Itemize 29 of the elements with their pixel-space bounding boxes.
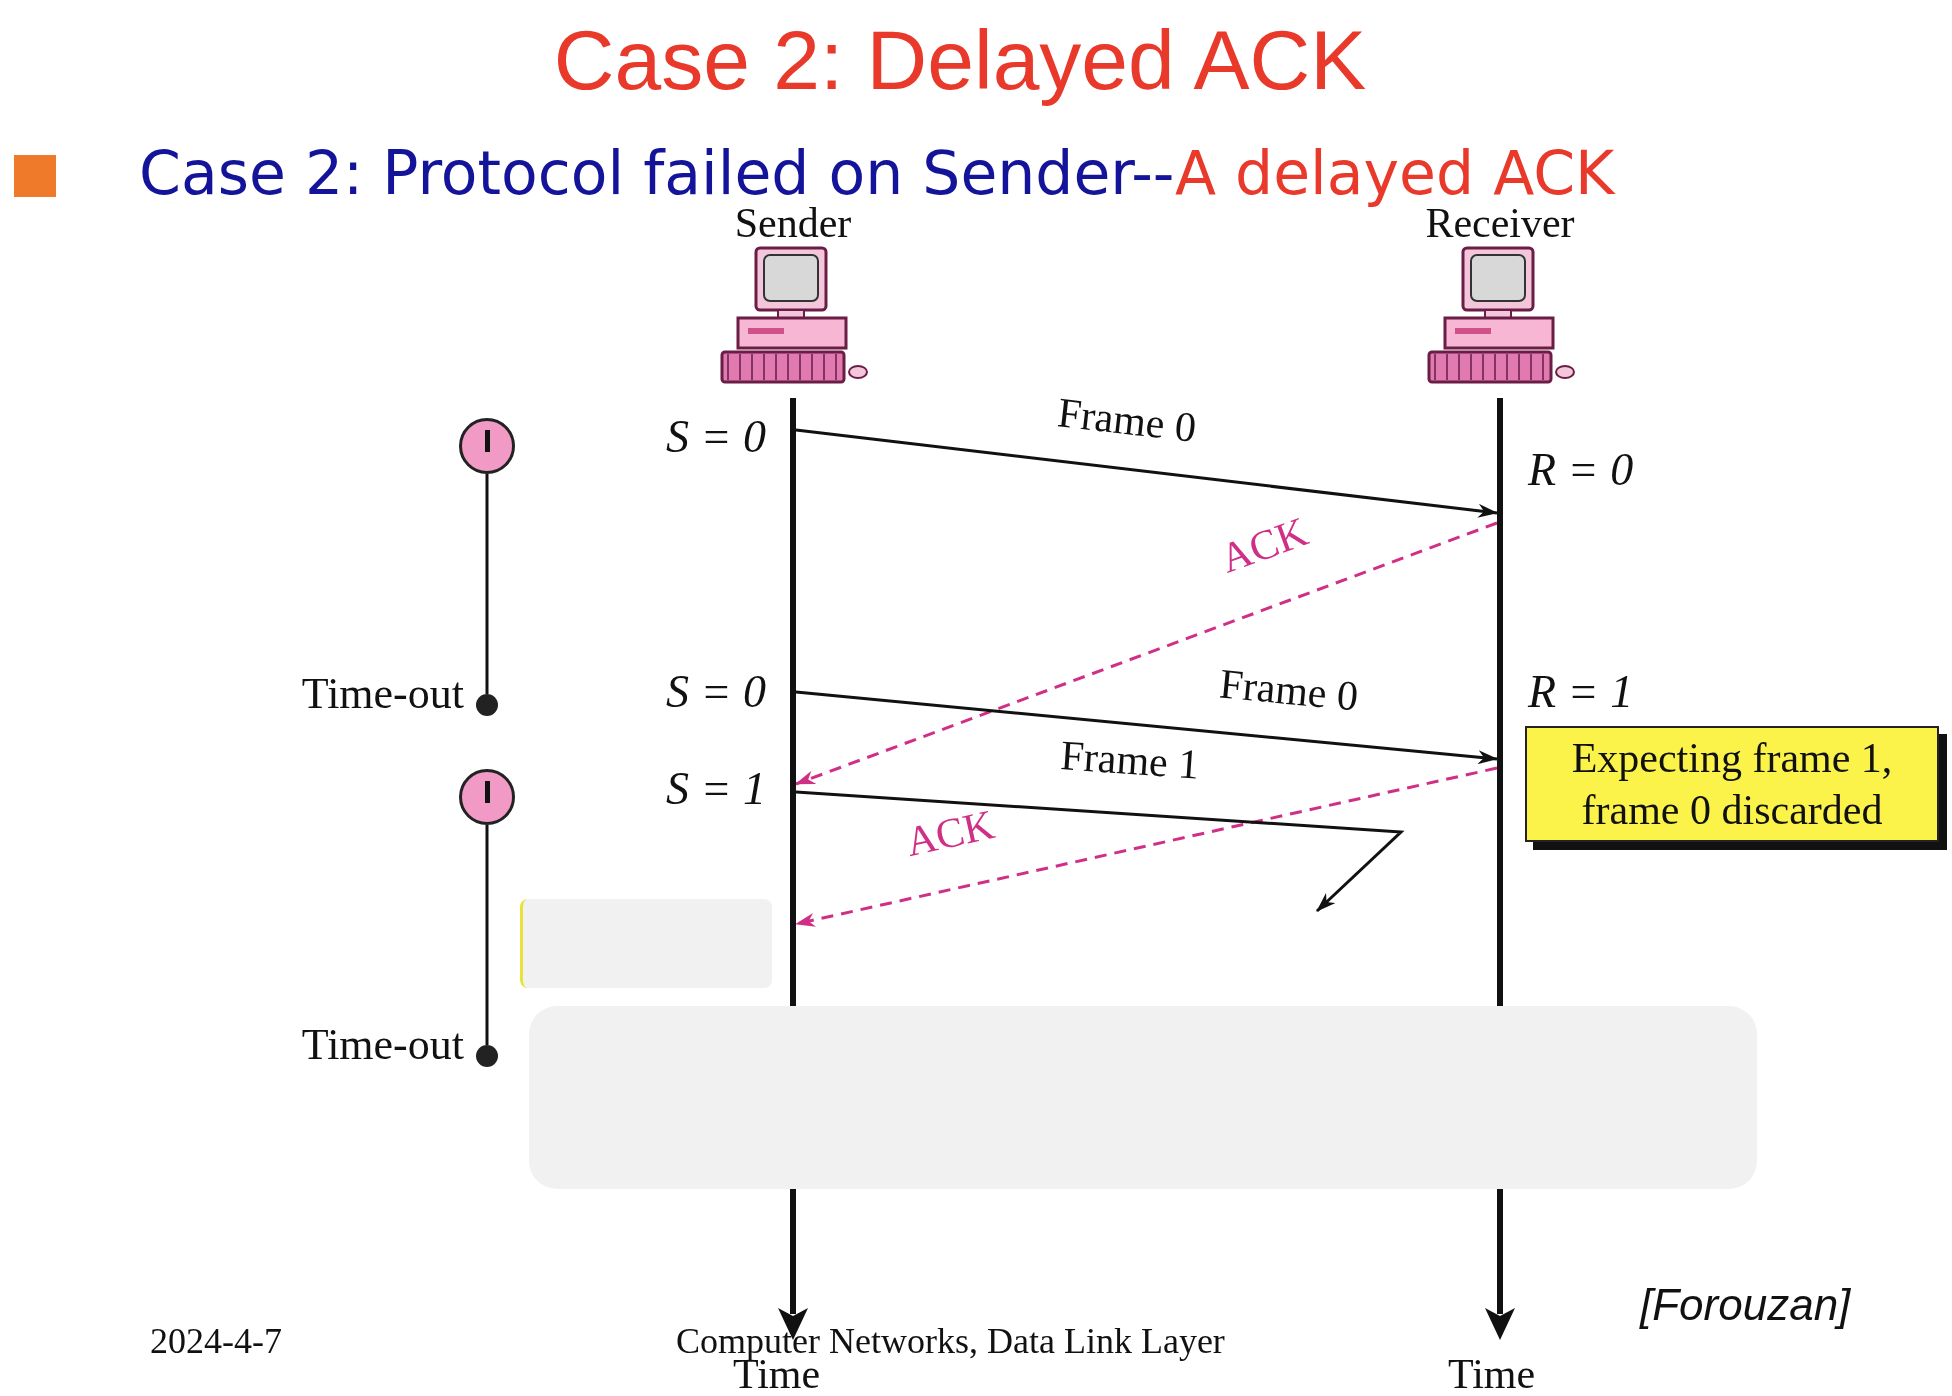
dashed-arrow	[795, 521, 1498, 786]
connector-line	[485, 474, 489, 694]
arrow	[795, 690, 1498, 765]
timer-circle	[459, 769, 515, 825]
edge-label: Frame 0	[1217, 659, 1361, 721]
date-text: 2024-4-7	[150, 1320, 282, 1362]
edge-label: ACK	[901, 799, 999, 867]
timeout-label: Time-out	[301, 668, 464, 719]
dashed-arrow	[795, 766, 1498, 927]
sequence-number: S = 1	[666, 762, 767, 815]
sequence-number: S = 0	[666, 410, 767, 463]
timeout-dot	[476, 1045, 498, 1067]
timer-circle	[459, 418, 515, 474]
sequence-number: R = 1	[1528, 665, 1634, 718]
arrow	[795, 428, 1498, 518]
sequence-number: S = 0	[666, 665, 767, 718]
slide-title: Case 2: Delayed ACK	[552, 12, 1368, 109]
connector-line	[485, 825, 489, 1045]
timeout-dot	[476, 694, 498, 716]
arrow	[795, 790, 1405, 913]
edge-label: Frame 1	[1059, 731, 1201, 789]
edge-label: ACK	[1214, 507, 1314, 583]
sequence-number: R = 0	[1528, 443, 1634, 496]
timeout-label: Time-out	[301, 1019, 464, 1070]
lifeline	[790, 398, 796, 1006]
lifeline	[1497, 398, 1503, 1006]
time-label: Time	[1448, 1350, 1536, 1396]
edge-label: Frame 0	[1055, 388, 1199, 452]
citation-text: [Forouzan]	[1640, 1280, 1851, 1330]
